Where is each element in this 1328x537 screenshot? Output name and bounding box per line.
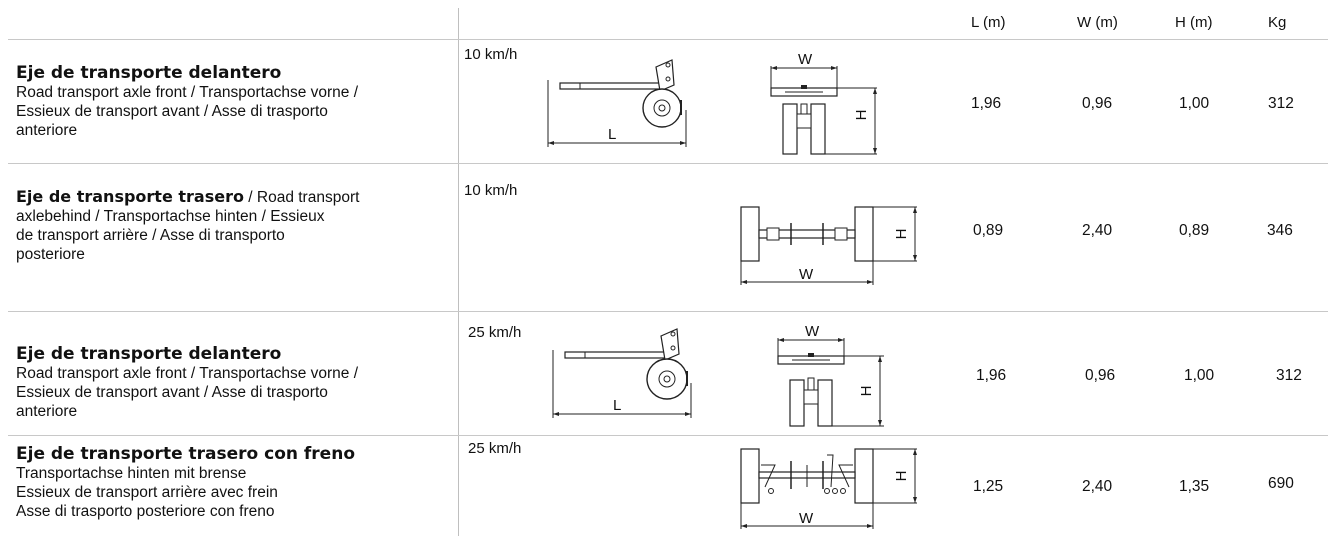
row-description: Eje de transporte delantero Road transpo…	[16, 345, 456, 421]
row-description: Eje de transporte trasero / Road transpo…	[16, 187, 456, 264]
row-line: anteriore	[16, 122, 78, 139]
length-label: L	[613, 397, 621, 414]
value-length: 0,89	[973, 222, 1004, 239]
value-width: 2,40	[1082, 478, 1113, 495]
value-height: 1,00	[1179, 95, 1210, 112]
row-divider	[8, 311, 1328, 312]
row-subtitle: / Road transport	[248, 189, 360, 206]
row-divider	[8, 39, 1328, 40]
value-height: 1,35	[1179, 478, 1210, 495]
header-height: H (m)	[1175, 14, 1213, 31]
value-weight: 312	[1276, 367, 1302, 384]
length-label: L	[608, 126, 616, 143]
height-label: H	[893, 229, 910, 240]
row-title: Eje de transporte delantero	[16, 344, 282, 364]
front-axle-side-diagram: L	[547, 59, 687, 147]
rear-axle-brake-diagram: H W	[740, 448, 917, 529]
value-weight: 690	[1268, 475, 1294, 492]
row-divider	[8, 163, 1328, 164]
front-axle-front-diagram: W H	[777, 323, 884, 427]
row-title: Eje de transporte trasero con freno	[16, 444, 355, 464]
rear-axle-diagram: H W	[740, 206, 917, 285]
height-label: H	[858, 386, 875, 397]
value-weight: 312	[1268, 95, 1294, 112]
value-width: 2,40	[1082, 222, 1113, 239]
value-height: 0,89	[1179, 222, 1210, 239]
row-divider	[8, 435, 1328, 436]
speed-label: 25 km/h	[468, 324, 522, 341]
row-line: Road transport axle front / Transportach…	[16, 365, 359, 382]
row-line: posteriore	[16, 246, 85, 263]
value-length: 1,25	[973, 478, 1004, 495]
row-line: de transport arrière / Asse di transport…	[16, 227, 285, 244]
row-title: Eje de transporte trasero	[16, 187, 244, 206]
header-width: W (m)	[1077, 14, 1118, 31]
value-width: 0,96	[1082, 95, 1113, 112]
height-label: H	[893, 471, 910, 482]
width-label: W	[799, 510, 814, 527]
row-title: Eje de transporte delantero	[16, 63, 282, 83]
row-line: Essieux de transport avant / Asse di tra…	[16, 384, 328, 401]
value-length: 1,96	[976, 367, 1007, 384]
column-divider	[458, 8, 459, 536]
value-height: 1,00	[1184, 367, 1215, 384]
row-line: anteriore	[16, 403, 78, 420]
speed-label: 10 km/h	[464, 182, 518, 199]
row-description: Eje de transporte delantero Road transpo…	[16, 64, 456, 140]
width-label: W	[805, 323, 820, 340]
row-description: Eje de transporte trasero con freno Tran…	[16, 445, 456, 521]
width-label: W	[799, 266, 814, 283]
value-width: 0,96	[1085, 367, 1116, 384]
width-label: W	[798, 51, 813, 68]
row-line: Road transport axle front / Transportach…	[16, 84, 359, 101]
header-length: L (m)	[971, 14, 1006, 31]
speed-label: 25 km/h	[468, 440, 522, 457]
row-line: Transportachse hinten mit brense	[16, 465, 247, 482]
speed-label: 10 km/h	[464, 46, 518, 63]
front-axle-front-diagram: W H	[770, 51, 877, 155]
row-line: Asse di trasporto posteriore con freno	[16, 503, 275, 520]
row-line: Essieux de transport avant / Asse di tra…	[16, 103, 328, 120]
row-line: axlebehind / Transportachse hinten / Ess…	[16, 208, 325, 225]
value-length: 1,96	[971, 95, 1002, 112]
front-axle-side-diagram: L	[552, 328, 692, 418]
row-line: Essieux de transport arrière avec frein	[16, 484, 278, 501]
height-label: H	[853, 110, 870, 121]
value-weight: 346	[1267, 222, 1293, 239]
header-weight: Kg	[1268, 14, 1287, 31]
